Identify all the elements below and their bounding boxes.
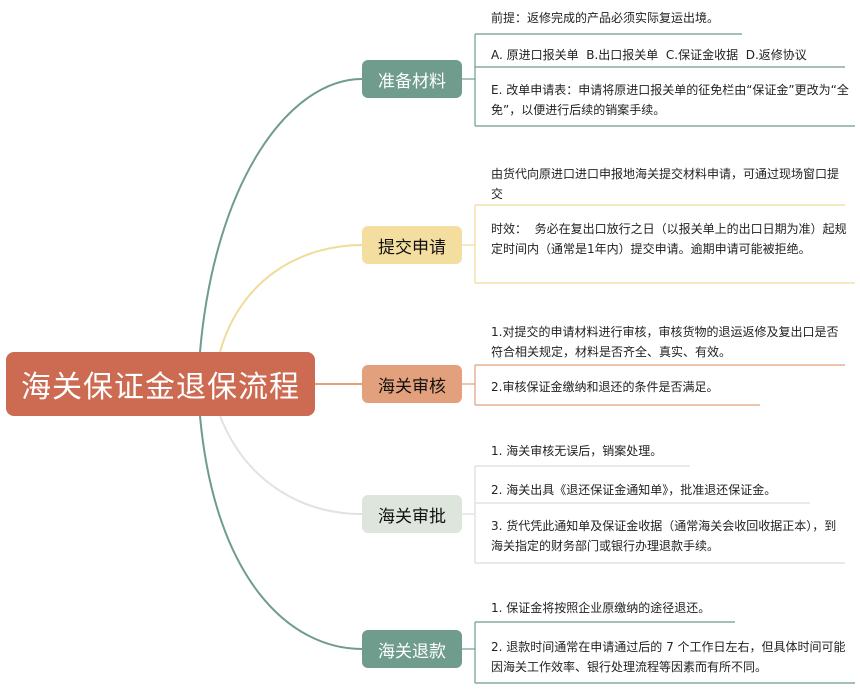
leaf-text: E. 改单申请表：申请将原进口报关单的征免栏由“保证金”更改为“全免”，以便进行… <box>491 83 849 117</box>
branch-label: 海关退款 <box>378 641 446 662</box>
link-root-branch-4 <box>199 415 363 650</box>
leaf-text: A. 原进口报关单 B.出口报关单 C.保证金收据 D.返修协议 <box>491 48 807 62</box>
leaf-text: 2. 海关出具《退还保证金通知单》，批准退还保证金。 <box>491 483 777 497</box>
leaf-text: 1. 保证金将按照企业原缴纳的途径退还。 <box>491 601 711 615</box>
root-title: 海关保证金退保流程 <box>21 370 300 405</box>
branch-label: 提交申请 <box>378 237 446 258</box>
branch-customs-approval: 海关审批 <box>362 495 462 533</box>
branch-customs-review: 海关审核 <box>362 365 462 403</box>
leaf-text: 由货代向原进口进口申报地海关提交材料申请，可通过现场窗口提交 <box>491 167 840 201</box>
branch-prepare-materials: 准备材料 <box>362 60 462 98</box>
branch-submit-application: 提交申请 <box>362 226 462 264</box>
leaf-text: 1. 海关审核无误后，销案处理。 <box>491 444 663 458</box>
leaf-text: 3. 货代凭此通知单及保证金收据（通常海关会收回收据正本），到海关指定的财务部门… <box>491 519 837 553</box>
leaf-text: 时效： 务必在复出口放行之日（以报关单上的出口日期为准）起规定时间内（通常是1年… <box>491 222 847 256</box>
branch-label: 海关审核 <box>378 376 446 397</box>
branch-label: 准备材料 <box>378 71 446 92</box>
link-root-branch-0 <box>199 78 363 353</box>
link-root-branch-1 <box>219 244 363 353</box>
link-root-branch-3 <box>219 415 363 515</box>
leaf-text: 2.审核保证金缴纳和退还的条件是否满足。 <box>491 380 719 394</box>
branch-label: 海关审批 <box>378 506 446 527</box>
leaf-text: 前提：返修完成的产品必须实际复运出境。 <box>491 11 720 25</box>
leaf-text: 1.对提交的申请材料进行审核，审核货物的退运返修及复出口是否符合相关规定，材料是… <box>491 325 839 359</box>
leaf-text: 2. 退款时间通常在申请通过后的 7 个工作日左右，但具体时间可能因海关工作效率… <box>491 640 846 674</box>
root-node: 海关保证金退保流程 <box>6 352 315 416</box>
branch-customs-refund: 海关退款 <box>362 630 462 668</box>
